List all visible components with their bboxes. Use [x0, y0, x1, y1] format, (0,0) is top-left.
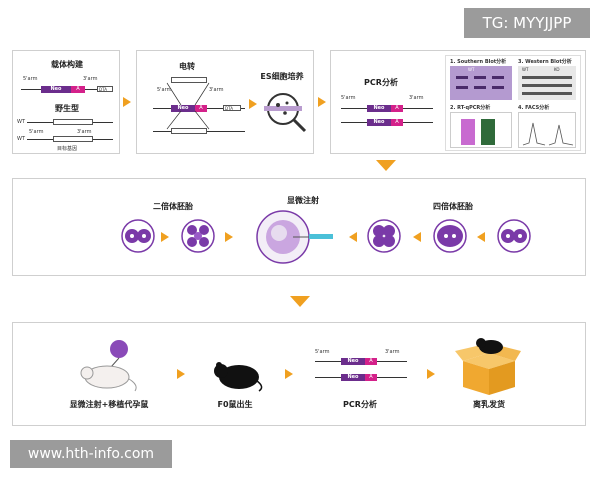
two-cell-embryo-icon [121, 219, 155, 253]
construct-dta [97, 86, 113, 92]
southern-blot-image: WT [450, 66, 512, 100]
wt-label-1: WT [17, 119, 25, 125]
four-cell-embryo-icon [367, 219, 401, 253]
facs-plots [518, 112, 576, 148]
construct-dta-label: DTA [99, 87, 107, 92]
diploid-title: 二倍体胚胎 [153, 202, 193, 211]
arrow-from-tetra [349, 232, 357, 242]
bottom-neo-2: Neo [341, 374, 365, 381]
electro-neo: Neo [171, 105, 195, 112]
step1-label: 显微注射+移植代孕鼠 [69, 400, 149, 409]
tetraploid-title: 四倍体胚胎 [433, 202, 473, 211]
pcr-neo-1: Neo [367, 105, 391, 112]
electro-panel: 电转 ES细胞培养 5'arm 3'arm Neo A DTA [136, 50, 314, 154]
wildtype-title: 野生型 [55, 104, 79, 113]
electro-bottom-exon [171, 128, 207, 134]
southern-wt-label: WT [468, 67, 475, 72]
electro-5arm-label: 5'arm [157, 87, 172, 93]
step4-label: 离乳发货 [473, 400, 505, 409]
es-magnifier-icon [264, 93, 307, 133]
step2-label: F0鼠出生 [217, 400, 253, 409]
construct-neo: Neo [41, 86, 71, 93]
electro-top-exon [171, 77, 207, 83]
western-ko-label: KO [554, 67, 560, 72]
electro-dta-label: DTA [225, 106, 233, 111]
url-watermark: www.hth-info.com [10, 440, 172, 468]
construct-title: 载体构建 [51, 60, 83, 69]
arrow-electro-es [249, 99, 257, 109]
telegram-watermark: TG: MYYJJPP [464, 8, 590, 38]
electro-title: 电转 [179, 62, 195, 71]
arrow-b1 [177, 369, 185, 379]
wt-3arm-label: 3'arm [77, 129, 92, 135]
bottom-3arm-label: 3'arm [385, 349, 400, 355]
arrow-to-injection [225, 232, 233, 242]
rtqpcr-title: 2. RT-qPCR分析 [450, 105, 491, 111]
es-culture-title: ES细胞培养 [260, 72, 304, 81]
arrow-down-1 [376, 160, 396, 171]
electro-marker: A [195, 105, 207, 112]
western-title: 3. Western Blot分析 [518, 59, 572, 65]
target-gene-label: 目标基因 [57, 146, 78, 152]
western-blot-image: WT KO [518, 66, 576, 100]
wt-exon-2 [53, 136, 93, 142]
surrogate-mouse-icon [80, 340, 137, 392]
blastocyst-injection-icon [256, 210, 333, 264]
f0-mouse-icon [214, 362, 263, 392]
construct-5arm-label: 5'arm [23, 76, 38, 82]
wt-5arm-label: 5'arm [29, 129, 44, 135]
wt-label-2: WT [17, 136, 25, 142]
electro-dta [223, 105, 241, 111]
construct-marker: A [71, 86, 85, 93]
two-cell-tetra-icon [497, 219, 531, 253]
pcr-marker-1: A [391, 105, 403, 112]
construct-3arm-label: 3'arm [83, 76, 98, 82]
electro-3arm-label: 3'arm [209, 87, 224, 93]
pcr-3arm-label: 3'arm [409, 95, 424, 101]
embryo-panel: 二倍体胚胎 显微注射 四倍体胚胎 [12, 178, 586, 276]
arrow-down-2 [290, 296, 310, 307]
bottom-marker-1: A [365, 358, 377, 365]
pcr-neo-2: Neo [367, 119, 391, 126]
arrow-tetra-start [477, 232, 485, 242]
bottom-5arm-label: 5'arm [315, 349, 330, 355]
fused-embryo-icon [433, 219, 467, 253]
southern-title: 1. Southern Blot分析 [450, 59, 507, 65]
step3-label: PCR分析 [343, 400, 377, 409]
electro-crossover-lines [166, 82, 210, 130]
morula-icon [181, 219, 215, 253]
bottom-neo-1: Neo [341, 358, 365, 365]
analysis-box: 1. Southern Blot分析 3. Western Blot分析 WT … [445, 55, 581, 151]
pcr-5arm-label: 5'arm [341, 95, 356, 101]
mouse-panel: 显微注射+移植代孕鼠 F0鼠出生 5'arm 3'arm Neo A Neo A… [12, 322, 586, 426]
wt-exon-1 [53, 119, 93, 125]
shipping-box-icon [455, 338, 521, 395]
pcr-panel: PCR分析 5'arm 3'arm Neo A Neo A 1. Souther… [330, 50, 586, 154]
arrow-1 [123, 97, 131, 107]
rtqpcr-chart [450, 112, 512, 148]
western-wt-label: WT [522, 67, 529, 72]
arrow-b3 [427, 369, 435, 379]
pcr-title: PCR分析 [364, 78, 398, 87]
pcr-marker-2: A [391, 119, 403, 126]
bottom-marker-2: A [365, 374, 377, 381]
injection-title: 显微注射 [287, 196, 319, 205]
arrow-tetra-mid [413, 232, 421, 242]
arrow-2 [318, 97, 326, 107]
facs-title: 4. FACS分析 [518, 105, 550, 111]
arrow-diploid [161, 232, 169, 242]
arrow-b2 [285, 369, 293, 379]
construct-panel: 载体构建 5'arm 3'arm Neo A DTA 野生型 WT 5'arm … [12, 50, 120, 154]
